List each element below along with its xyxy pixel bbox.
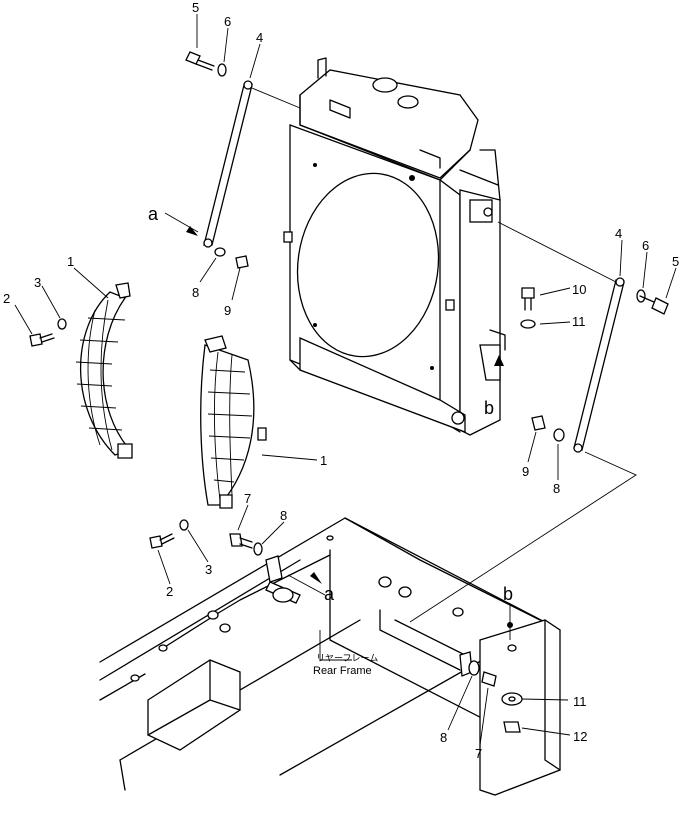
washer-8-frame <box>468 660 480 676</box>
callout-6-top: 6 <box>224 14 231 29</box>
bolt-5-right <box>639 295 669 315</box>
arrow-b-radiator <box>494 355 504 366</box>
stay-rod-left <box>203 80 301 248</box>
washer-8-right <box>553 428 565 442</box>
bolt-2-lower <box>149 533 175 549</box>
ref-b-radiator: b <box>484 398 494 418</box>
ref-a-frame: a <box>324 584 335 604</box>
washer-6-top <box>217 63 227 77</box>
callout-5-right: 5 <box>672 254 679 269</box>
callout-7-frame: 7 <box>475 746 482 761</box>
callout-11-frame: 11 <box>573 694 587 709</box>
radiator-assembly <box>283 57 506 436</box>
callout-12: 12 <box>573 729 587 744</box>
nut-9-right <box>531 415 546 431</box>
bolt-5-top <box>185 51 215 71</box>
ref-a-top: a <box>148 204 159 224</box>
washer-8-left <box>214 247 226 257</box>
washer-11-right <box>520 319 536 329</box>
callout-3-left: 3 <box>34 275 41 290</box>
nut-9-left <box>235 255 249 269</box>
arrow-a-frame <box>310 572 322 584</box>
callout-10: 10 <box>572 282 586 297</box>
callout-7-upper: 7 <box>244 491 251 506</box>
callout-4-left: 4 <box>256 30 263 45</box>
callout-8-left: 8 <box>192 285 199 300</box>
dot-b-frame <box>507 622 513 628</box>
callout-3-lower: 3 <box>205 562 212 577</box>
rear-frame <box>99 517 561 796</box>
bolt-7-frame <box>481 671 497 687</box>
callout-8-mid: 8 <box>280 508 287 523</box>
callout-labels: 5 6 4 1 3 2 8 9 4 6 5 10 11 1 9 8 7 8 3 … <box>3 0 679 761</box>
washer-3-left <box>57 318 67 330</box>
callout-2-lower: 2 <box>166 584 173 599</box>
callout-1-left: 1 <box>67 254 74 269</box>
ref-b-frame: b <box>503 584 513 604</box>
bolt-7-upper <box>229 533 253 549</box>
guard-right <box>200 335 267 509</box>
callout-5-top: 5 <box>192 0 199 15</box>
callout-9-right: 9 <box>522 464 529 479</box>
callout-8-frame: 8 <box>440 730 447 745</box>
callout-1-right: 1 <box>320 453 327 468</box>
callout-11-right: 11 <box>572 314 586 329</box>
nut-12 <box>503 721 521 733</box>
washer-3-lower <box>179 519 189 531</box>
bolt-2-left <box>29 333 55 347</box>
callout-9-left: 9 <box>224 303 231 318</box>
leader-lines <box>14 14 677 746</box>
frame-label-japanese: リヤーフレーム <box>316 653 378 664</box>
arrow-a-top <box>186 226 198 236</box>
stay-rod-right <box>409 221 637 623</box>
callout-8-right: 8 <box>553 481 560 496</box>
washer-8-mid <box>253 542 263 556</box>
callout-2-left: 2 <box>3 291 10 306</box>
guard-left <box>75 282 133 459</box>
washer-11-frame <box>501 692 523 706</box>
frame-label-english: Rear Frame <box>313 665 372 677</box>
callout-6-right: 6 <box>642 238 649 253</box>
callout-4-right: 4 <box>615 226 622 241</box>
bolt-10 <box>521 287 535 311</box>
